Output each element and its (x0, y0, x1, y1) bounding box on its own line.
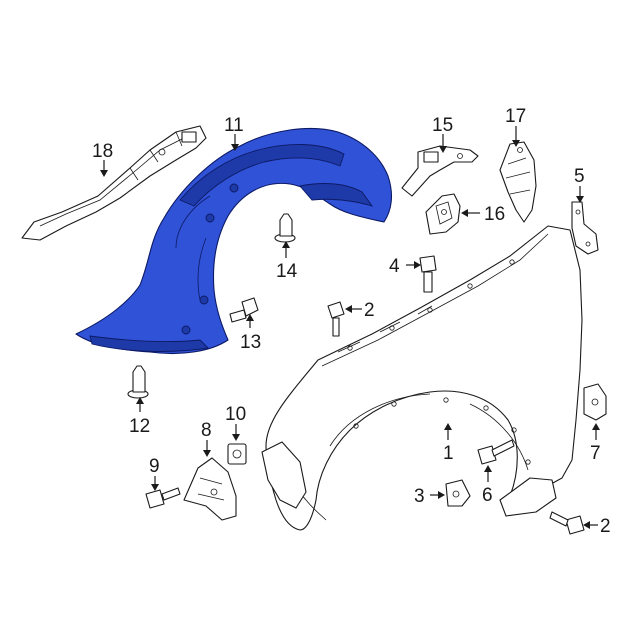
part-10-clip-nut (227, 443, 247, 465)
part-16-bracket (425, 193, 461, 235)
callout-3: 3 (414, 486, 425, 507)
callout-15: 15 (432, 115, 453, 136)
callout-2-lower: 2 (600, 516, 611, 537)
part-5-bracket (571, 201, 599, 255)
part-14-push-pin (274, 213, 296, 243)
part-1-front-fender (261, 225, 583, 531)
part-8-bracket (183, 457, 237, 521)
part-13-bolt (229, 297, 259, 323)
part-7-clip (583, 383, 607, 421)
part-2-bolt-lower (549, 511, 585, 535)
callout-1: 1 (443, 443, 454, 464)
callout-13: 13 (240, 332, 261, 353)
fender-mounting-holes (347, 259, 531, 465)
callout-4: 4 (389, 256, 400, 277)
callout-6: 6 (482, 485, 493, 506)
part-3-clip-nut (445, 479, 471, 507)
part-4-bolt (419, 255, 437, 293)
callout-8: 8 (201, 420, 212, 441)
callout-12: 12 (129, 416, 150, 437)
part-11-fender-liner (75, 127, 393, 354)
callout-9: 9 (149, 456, 160, 477)
leader-lines (100, 126, 600, 529)
callout-labels: 18 11 15 17 5 16 14 4 2 13 12 10 8 1 7 9… (92, 106, 611, 537)
callout-14: 14 (276, 261, 298, 282)
callout-16: 16 (484, 204, 505, 225)
part-15-bracket (401, 145, 479, 197)
callout-10: 10 (225, 404, 246, 425)
part-17-bracket (499, 141, 537, 223)
callout-7: 7 (590, 443, 601, 464)
callout-18: 18 (92, 141, 113, 162)
part-12-push-pin (127, 365, 149, 399)
part-9-bolt (145, 487, 181, 509)
callout-17: 17 (505, 106, 526, 127)
callout-2-upper: 2 (364, 300, 375, 321)
part-6-bolt (477, 439, 515, 465)
callout-11: 11 (224, 115, 244, 136)
callout-5: 5 (574, 166, 585, 187)
part-18-splash-shield (21, 125, 207, 241)
part-2-bolt-upper (327, 301, 345, 337)
